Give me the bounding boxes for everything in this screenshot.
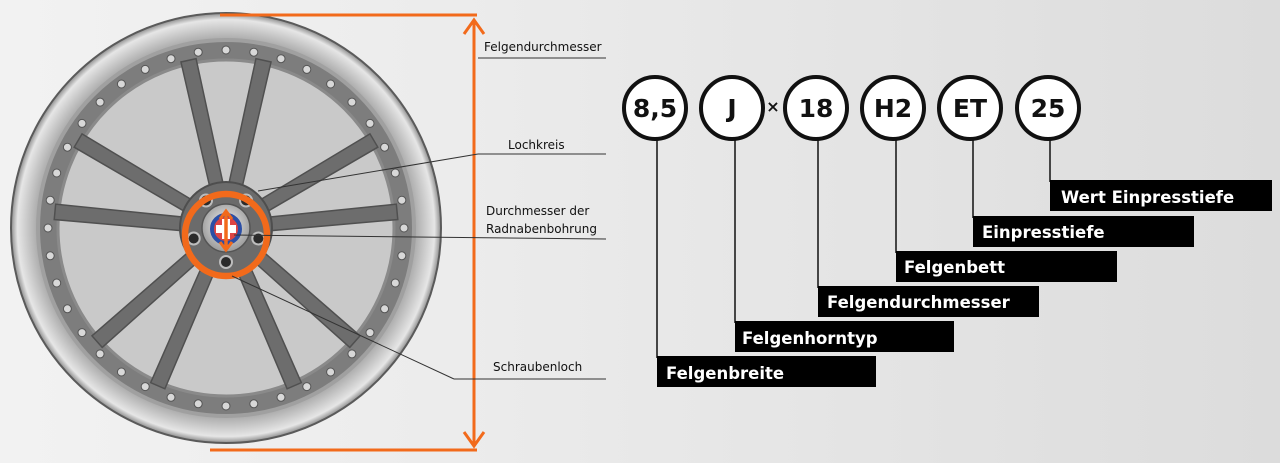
code-circle-diameter: 18: [783, 75, 849, 141]
code-offset-text: 25: [1031, 94, 1066, 123]
rim-bolt: [326, 367, 336, 377]
rim-bolt: [221, 401, 231, 411]
rim-bolt: [347, 349, 357, 359]
label-durchmesser-der: Durchmesser der: [486, 204, 589, 218]
leader-radnabenbohrung: [233, 234, 607, 240]
leader-lochkreis-diagonal: [257, 153, 479, 192]
rim-bolt: [390, 168, 400, 178]
code-times-sign: ×: [766, 97, 779, 116]
box-felgendurchmesser: Felgendurchmesser: [818, 286, 1039, 317]
rim-bolt: [326, 79, 336, 89]
rim-bolt: [347, 97, 357, 107]
box-felgendurchmesser-text: Felgendurchmesser: [827, 293, 1011, 312]
rim-bolt: [193, 399, 203, 409]
rim-bolt: [116, 79, 126, 89]
rim-bolt: [45, 195, 55, 205]
box-felgenbett: Felgenbett: [896, 251, 1117, 282]
rim-bolt: [140, 64, 150, 74]
code-circle-offset: 25: [1015, 75, 1081, 141]
rim-bolt: [221, 45, 231, 55]
wheel-annotations: Felgendurchmesser Lochkreis Durchmesser …: [231, 40, 607, 380]
rim-bolt: [249, 399, 259, 409]
rim-bolt: [276, 392, 286, 402]
rim-bolt: [397, 251, 407, 261]
box-wert-einpresstiefe: Wert Einpresstiefe: [1050, 180, 1272, 211]
leader-schraubenloch-diagonal: [231, 275, 455, 380]
rim-bolt: [95, 349, 105, 359]
label-radnabenbohrung: Radnabenbohrung: [486, 222, 597, 236]
rim-bolt: [365, 328, 375, 338]
rim-bolt: [390, 278, 400, 288]
hub-bore-arrow-head-top: [218, 208, 234, 220]
rim-bolt: [365, 118, 375, 128]
wheel-image: [10, 12, 442, 444]
label-boxes: Wert Einpresstiefe Einpresstiefe Felgenb…: [657, 180, 1272, 387]
rim-bolt: [302, 382, 312, 392]
rim-bolt: [62, 304, 72, 314]
code-circle-width: 8,5: [622, 75, 688, 141]
code-diameter-text: 18: [799, 94, 834, 123]
box-felgenbett-text: Felgenbett: [904, 258, 1005, 277]
rim-bolt: [380, 142, 390, 152]
code-bed-text: H2: [874, 94, 912, 123]
rim-bolt: [380, 304, 390, 314]
code-connectors: [656, 140, 1051, 358]
rim-bolt: [399, 223, 409, 233]
rim-code: 8,5 J × 18 H2 ET 25: [622, 75, 1081, 141]
rim-bolt: [52, 278, 62, 288]
diameter-marker: [210, 13, 486, 452]
box-felgenhorntyp-text: Felgenhorntyp: [742, 329, 878, 348]
code-circle-bed: H2: [860, 75, 926, 141]
code-circle-et: ET: [937, 75, 1003, 141]
box-felgenbreite: Felgenbreite: [657, 356, 876, 387]
box-wert-einpresstiefe-text: Wert Einpresstiefe: [1061, 188, 1234, 207]
rim-bolt: [276, 54, 286, 64]
label-felgendurchmesser: Felgendurchmesser: [484, 40, 602, 54]
lug-hole: [219, 255, 233, 269]
hub-bore-arrow-head-bottom: [218, 241, 234, 253]
label-schraubenloch: Schraubenloch: [493, 360, 582, 374]
rim-bolt: [52, 168, 62, 178]
rim-bolt: [193, 47, 203, 57]
rim-bolt: [77, 118, 87, 128]
rim-bolt: [166, 392, 176, 402]
rim-bolt: [95, 97, 105, 107]
rim-bolt: [116, 367, 126, 377]
box-felgenhorntyp: Felgenhorntyp: [735, 321, 954, 352]
rim-bolt: [77, 328, 87, 338]
rim-bolts: [43, 45, 409, 411]
rim-bolt: [302, 64, 312, 74]
code-et-text: ET: [953, 94, 987, 123]
diameter-arrow-head-bottom: [462, 431, 486, 449]
box-einpresstiefe-text: Einpresstiefe: [982, 223, 1105, 242]
code-circle-horn: J: [699, 75, 765, 141]
rim-bolt: [45, 251, 55, 261]
label-lochkreis: Lochkreis: [508, 138, 565, 152]
lug-hole: [251, 231, 266, 246]
rim-bolt: [62, 142, 72, 152]
code-width-text: 8,5: [633, 94, 677, 123]
lug-hole: [186, 231, 201, 246]
rim-bolt: [166, 54, 176, 64]
rim-bolt: [397, 195, 407, 205]
rim-bolt: [43, 223, 53, 233]
code-horn-text: J: [725, 94, 736, 123]
rim-bolt: [249, 47, 259, 57]
diameter-arrow-head-top: [462, 17, 486, 35]
box-einpresstiefe: Einpresstiefe: [973, 216, 1194, 247]
rim-bolt: [140, 382, 150, 392]
box-felgenbreite-text: Felgenbreite: [666, 364, 784, 383]
